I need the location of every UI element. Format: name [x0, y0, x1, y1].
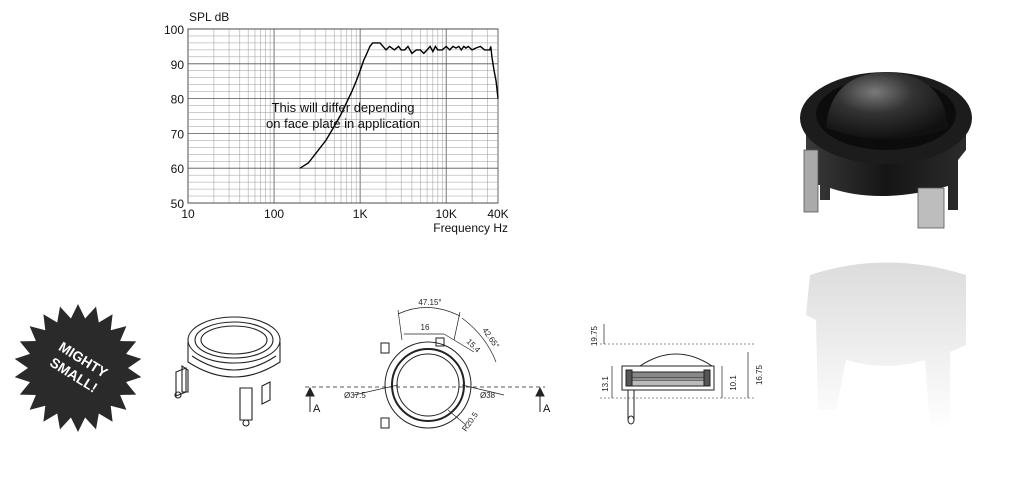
dim-width-top: 16	[421, 323, 430, 332]
angle-arc-top	[397, 307, 461, 317]
y-tick-label: 100	[164, 23, 184, 37]
mount-lug-bottom	[380, 417, 390, 429]
chart-annotation-line-1: This will differ depending	[272, 100, 415, 115]
x-tick-label: 40K	[487, 207, 508, 221]
x-tick-label: 10K	[436, 207, 457, 221]
left-terminal	[175, 367, 187, 397]
dim-angle-top: 47.15°	[418, 298, 441, 307]
terminal-pins	[627, 390, 635, 420]
x-axis-label: Frequency Hz	[433, 221, 508, 235]
x-tick-label: 100	[264, 207, 284, 221]
y-tick-label: 50	[171, 197, 185, 211]
left-frame	[625, 369, 633, 387]
dim-body-height: 13.1	[601, 376, 610, 392]
x-tick-label: 10	[181, 207, 195, 221]
section-label-left: A	[313, 403, 321, 415]
reflection-shape	[806, 262, 966, 430]
response-curve	[299, 42, 499, 169]
tweeter-photo	[800, 72, 972, 229]
mount-lug-top	[435, 337, 445, 347]
center-tab	[239, 387, 253, 421]
tweeter-dome	[826, 72, 948, 139]
dome-profile	[639, 353, 713, 367]
section-arrow-right	[535, 386, 545, 397]
angle-arc-right	[461, 317, 497, 363]
y-tick-label: 70	[171, 127, 185, 141]
mount-lug-left	[380, 342, 390, 354]
section-label-right: A	[543, 403, 551, 415]
y-tick-label: 90	[171, 58, 185, 72]
rim-circle	[391, 348, 465, 422]
chart-annotation-line-2: on face plate in application	[266, 116, 420, 131]
tweeter-reflection	[806, 262, 966, 430]
dim-dia-right: Ø38	[480, 391, 496, 400]
right-frame	[703, 369, 711, 387]
section-arrow-left	[305, 386, 315, 397]
body-band	[191, 355, 277, 371]
y-tick-label: 80	[171, 93, 185, 107]
plot-grid	[187, 28, 499, 204]
y-axis-label: SPL dB	[189, 10, 229, 24]
outer-ring	[187, 316, 281, 364]
tab-hole	[242, 419, 250, 427]
starburst-shape	[14, 304, 142, 432]
left-terminal-photo	[803, 149, 819, 213]
dome-rim	[194, 321, 274, 359]
terminal-loop	[627, 415, 635, 425]
terminal-hole	[174, 391, 182, 399]
x-tick-label: 1K	[353, 207, 368, 221]
tick-labels: 50 60 70 80 90 100 10 100 1K 10K 40K	[164, 23, 509, 221]
dim-right-height: 16.75	[755, 364, 764, 385]
dome	[200, 325, 268, 355]
body-outline	[621, 365, 715, 391]
dim-inner-height: 10.1	[729, 375, 738, 391]
y-tick-label: 60	[171, 162, 185, 176]
body-side	[187, 342, 281, 378]
outer-circle	[384, 341, 472, 429]
dim-total-height: 19.75	[590, 325, 599, 346]
right-tab	[261, 381, 271, 405]
dim-15-4	[443, 333, 475, 353]
right-terminal	[917, 187, 945, 229]
dim-dia-left: Ø37.5	[344, 391, 366, 400]
